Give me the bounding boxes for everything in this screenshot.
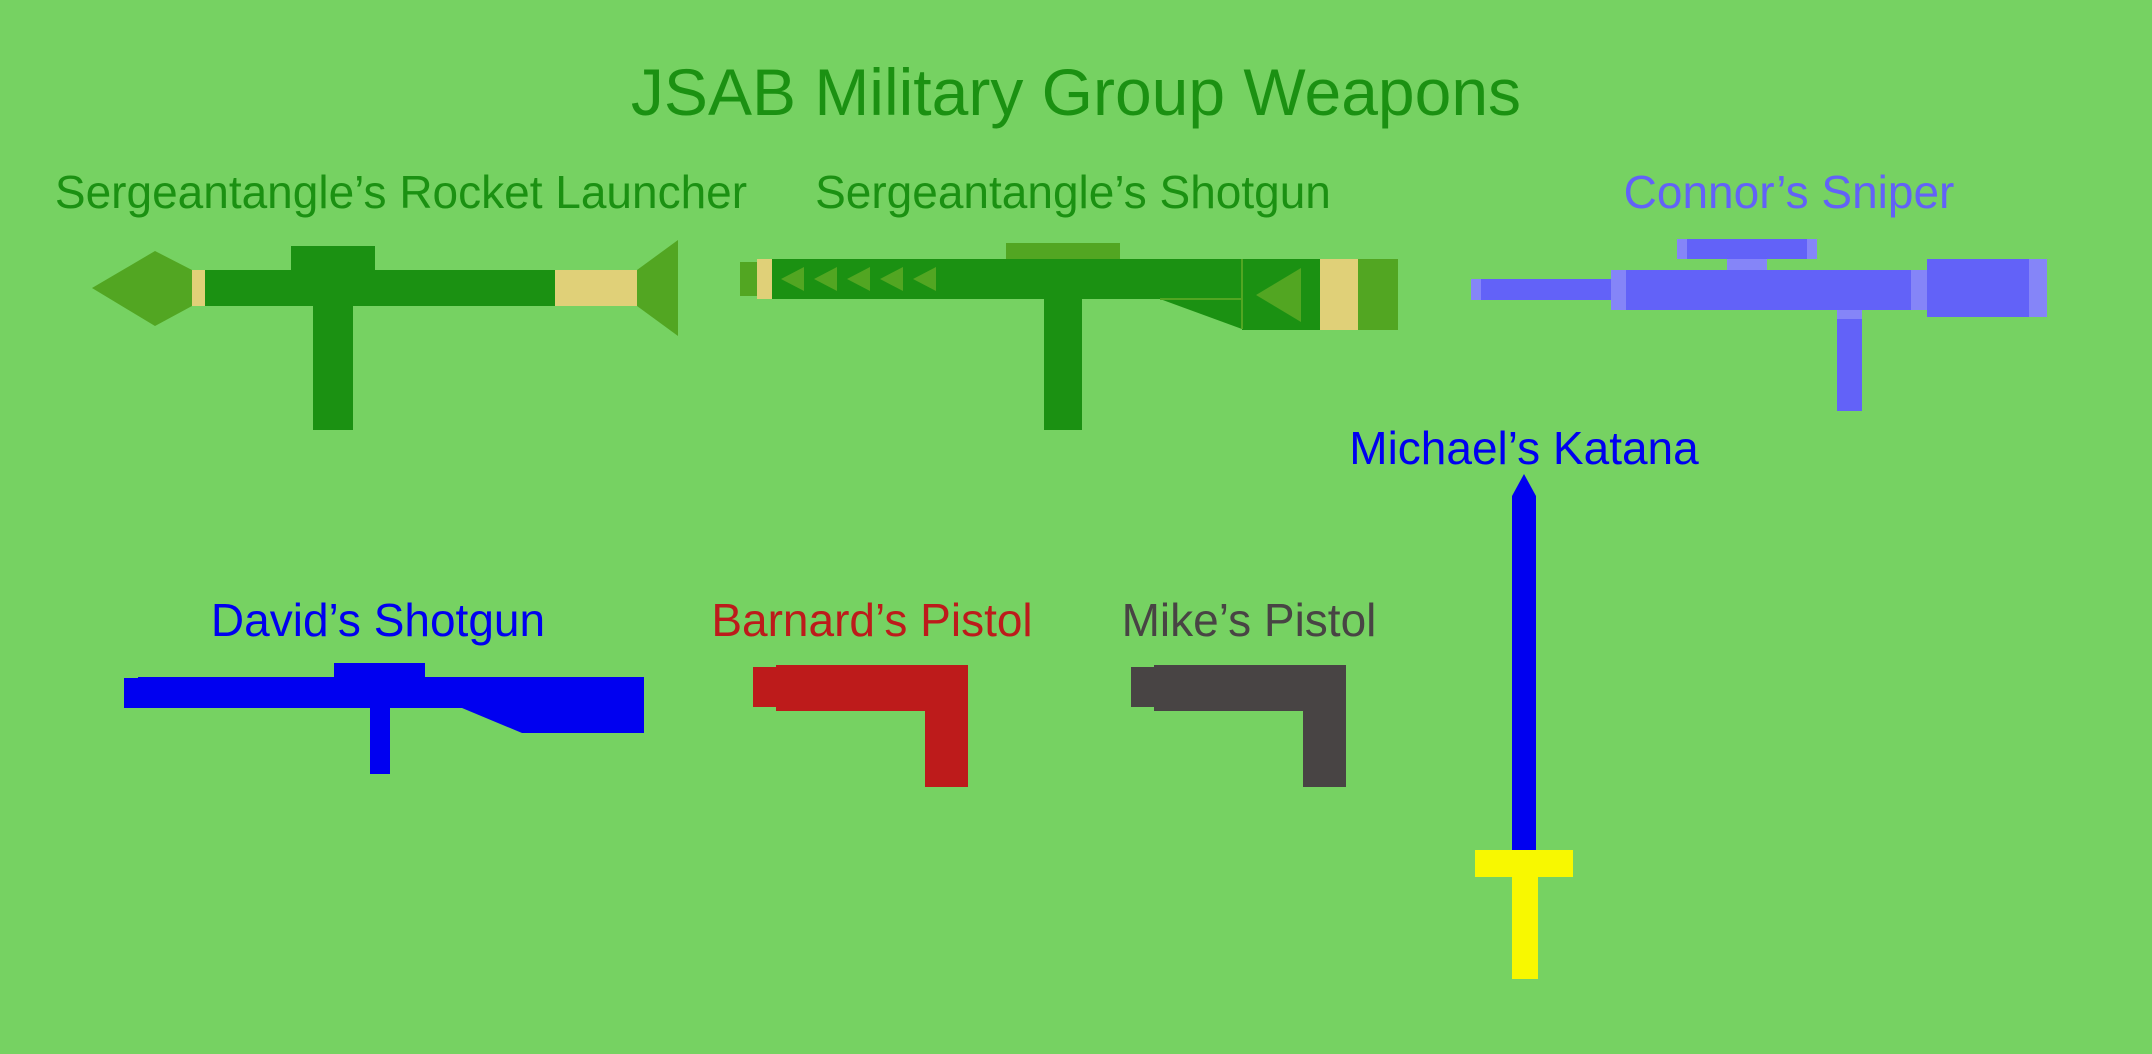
sergeant-shotgun-stock-chevron bbox=[1256, 268, 1301, 322]
katana-handle bbox=[1512, 877, 1538, 979]
sniper-barrel bbox=[1471, 279, 1611, 300]
sniper-stock bbox=[1927, 259, 2029, 317]
rocket-launcher-rear-band bbox=[555, 270, 637, 306]
rocket-launcher-tube bbox=[205, 270, 555, 306]
rocket-launcher-sight bbox=[291, 246, 375, 270]
david-shotgun-grip bbox=[370, 708, 390, 774]
chevron-left-icon bbox=[781, 267, 804, 291]
sergeant-shotgun-sight bbox=[1006, 243, 1120, 260]
barnard-pistol-grip bbox=[925, 711, 968, 787]
david-shotgun-icon bbox=[124, 663, 644, 774]
sergeant-shotgun-icon bbox=[740, 243, 1398, 430]
sniper-scope-rear bbox=[1807, 239, 1817, 259]
barnard-pistol-muzzle bbox=[753, 667, 777, 707]
david-shotgun-sight bbox=[334, 663, 425, 678]
chevron-left-icon bbox=[913, 267, 936, 291]
david-shotgun-muzzle bbox=[124, 678, 138, 708]
sniper-body bbox=[1611, 270, 1711, 310]
rocket-launcher-band bbox=[192, 270, 205, 306]
sniper-body-rear bbox=[1711, 270, 1911, 310]
chevron-left-icon bbox=[880, 267, 903, 291]
rocket-launcher-label: Sergeantangle’s Rocket Launcher bbox=[54, 166, 748, 218]
chevron-left-icon bbox=[814, 267, 837, 291]
sniper-body-joint bbox=[1911, 270, 1927, 310]
sergeant-shotgun-label: Sergeantangle’s Shotgun bbox=[815, 166, 1331, 218]
sniper-grip-top bbox=[1837, 310, 1862, 319]
barnard-pistol-icon bbox=[753, 665, 968, 787]
sergeant-shotgun-muzzle bbox=[740, 262, 757, 296]
mike-pistol-label: Mike’s Pistol bbox=[1121, 594, 1377, 646]
katana-blade bbox=[1512, 474, 1536, 850]
mike-pistol-icon bbox=[1131, 665, 1346, 787]
david-shotgun-stock bbox=[522, 677, 644, 733]
sniper-label: Connor’s Sniper bbox=[1623, 166, 1955, 218]
mike-pistol-muzzle bbox=[1131, 667, 1155, 707]
sniper-scope-mount bbox=[1727, 259, 1767, 270]
katana-label: Michael’s Katana bbox=[1349, 422, 1699, 474]
sergeant-shotgun-butt-band bbox=[1320, 259, 1358, 330]
sniper-body-front bbox=[1611, 270, 1626, 310]
david-shotgun-barrel bbox=[138, 677, 522, 708]
sergeant-shotgun-butt bbox=[1358, 259, 1398, 330]
david-shotgun-pump bbox=[462, 708, 522, 733]
page-title: JSAB Military Group Weapons bbox=[630, 55, 1522, 129]
rocket-launcher-icon bbox=[92, 240, 678, 430]
barnard-pistol-slide bbox=[776, 665, 968, 711]
katana-guard bbox=[1475, 850, 1573, 877]
sergeant-shotgun-pump bbox=[1160, 299, 1242, 329]
sniper-grip bbox=[1837, 310, 1862, 411]
sniper-scope bbox=[1677, 239, 1817, 259]
sergeant-shotgun-barrel bbox=[772, 259, 1242, 299]
sniper-barrel-tip bbox=[1471, 279, 1481, 300]
sniper-butt bbox=[2029, 259, 2047, 317]
sniper-icon bbox=[1471, 239, 2047, 411]
sniper-scope-front bbox=[1677, 239, 1687, 259]
rocket-launcher-exhaust bbox=[637, 240, 678, 336]
sergeant-shotgun-grip bbox=[1044, 299, 1082, 430]
sergeant-shotgun-muzzle-band bbox=[757, 259, 772, 299]
rocket-launcher-grip bbox=[313, 306, 353, 430]
barnard-pistol-label: Barnard’s Pistol bbox=[711, 594, 1033, 646]
rocket-warhead-icon bbox=[92, 251, 192, 326]
chevron-left-icon bbox=[847, 267, 870, 291]
mike-pistol-slide bbox=[1154, 665, 1346, 711]
mike-pistol-grip bbox=[1303, 711, 1346, 787]
katana-icon bbox=[1475, 474, 1573, 979]
david-shotgun-label: David’s Shotgun bbox=[210, 594, 546, 646]
